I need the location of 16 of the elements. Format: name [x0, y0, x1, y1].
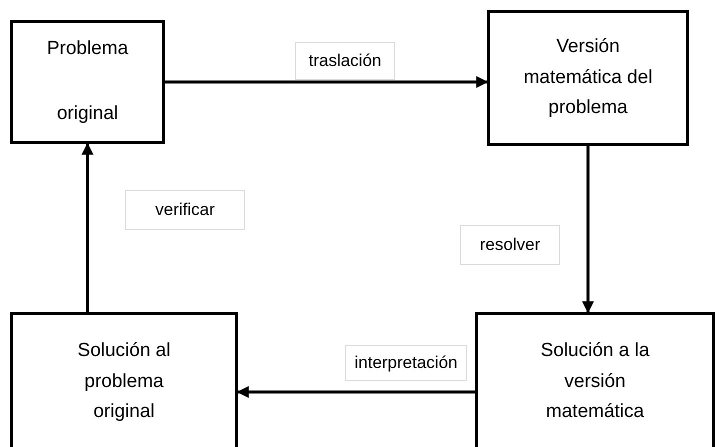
- node-label: Solución al problema original: [76, 339, 172, 424]
- node-label: Problema original: [46, 37, 130, 126]
- node-label: Solución a la versión matemática: [540, 339, 650, 424]
- node-label: Versión matemática del problema: [522, 35, 654, 120]
- arrow: [82, 142, 94, 312]
- process-box: [10, 312, 238, 447]
- arrow: [236, 386, 475, 398]
- edge-label: resolver: [460, 225, 560, 265]
- arrow: [165, 76, 488, 88]
- process-box: [10, 20, 165, 144]
- process-box: [475, 312, 715, 447]
- process-box: [487, 10, 689, 146]
- edge-label: interpretación: [345, 345, 467, 381]
- edge-label: verificar: [125, 190, 245, 230]
- arrow: [582, 146, 594, 314]
- edge-label: traslación: [295, 42, 395, 80]
